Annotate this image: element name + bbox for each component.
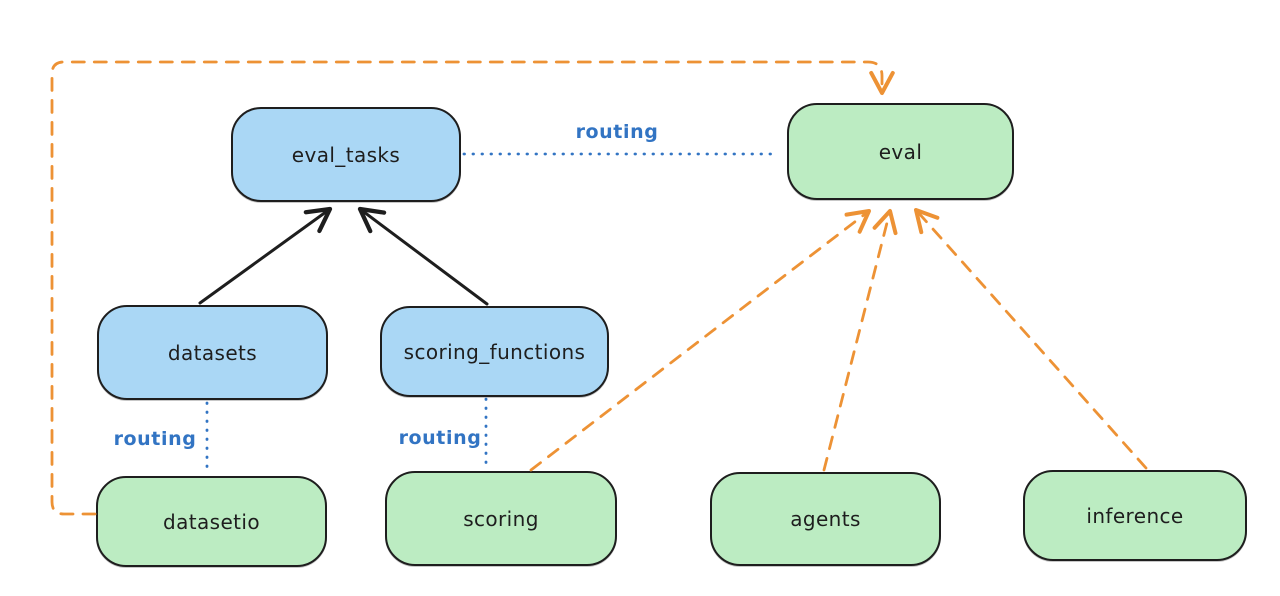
node-scoring-functions: scoring_functions — [380, 306, 609, 397]
node-eval-tasks: eval_tasks — [231, 107, 461, 202]
node-label: eval — [878, 139, 923, 164]
edge-inference-to-eval — [913, 207, 1148, 470]
node-label: scoring_functions — [403, 339, 586, 364]
node-label: datasetio — [162, 509, 260, 534]
node-datasetio: datasetio — [96, 476, 327, 567]
edge-label-routing-left: routing — [114, 428, 197, 450]
node-label: datasets — [167, 340, 258, 365]
node-datasets: datasets — [97, 305, 328, 400]
node-inference: inference — [1023, 470, 1247, 561]
node-agents: agents — [710, 472, 941, 566]
node-label: agents — [790, 507, 861, 531]
edge-scoring-functions-to-eval-tasks — [357, 206, 489, 306]
edge-label-routing-middle: routing — [399, 427, 482, 449]
node-label: scoring — [463, 506, 539, 531]
edge-datasetio-to-eval — [50, 60, 895, 516]
edge-label-routing-top: routing — [576, 121, 659, 143]
edge-agents-to-eval — [822, 208, 898, 472]
node-eval: eval — [787, 103, 1014, 200]
node-label: eval_tasks — [291, 142, 401, 167]
node-scoring: scoring — [385, 471, 617, 566]
node-label: inference — [1086, 503, 1184, 528]
edge-datasets-to-eval-tasks — [198, 206, 333, 305]
